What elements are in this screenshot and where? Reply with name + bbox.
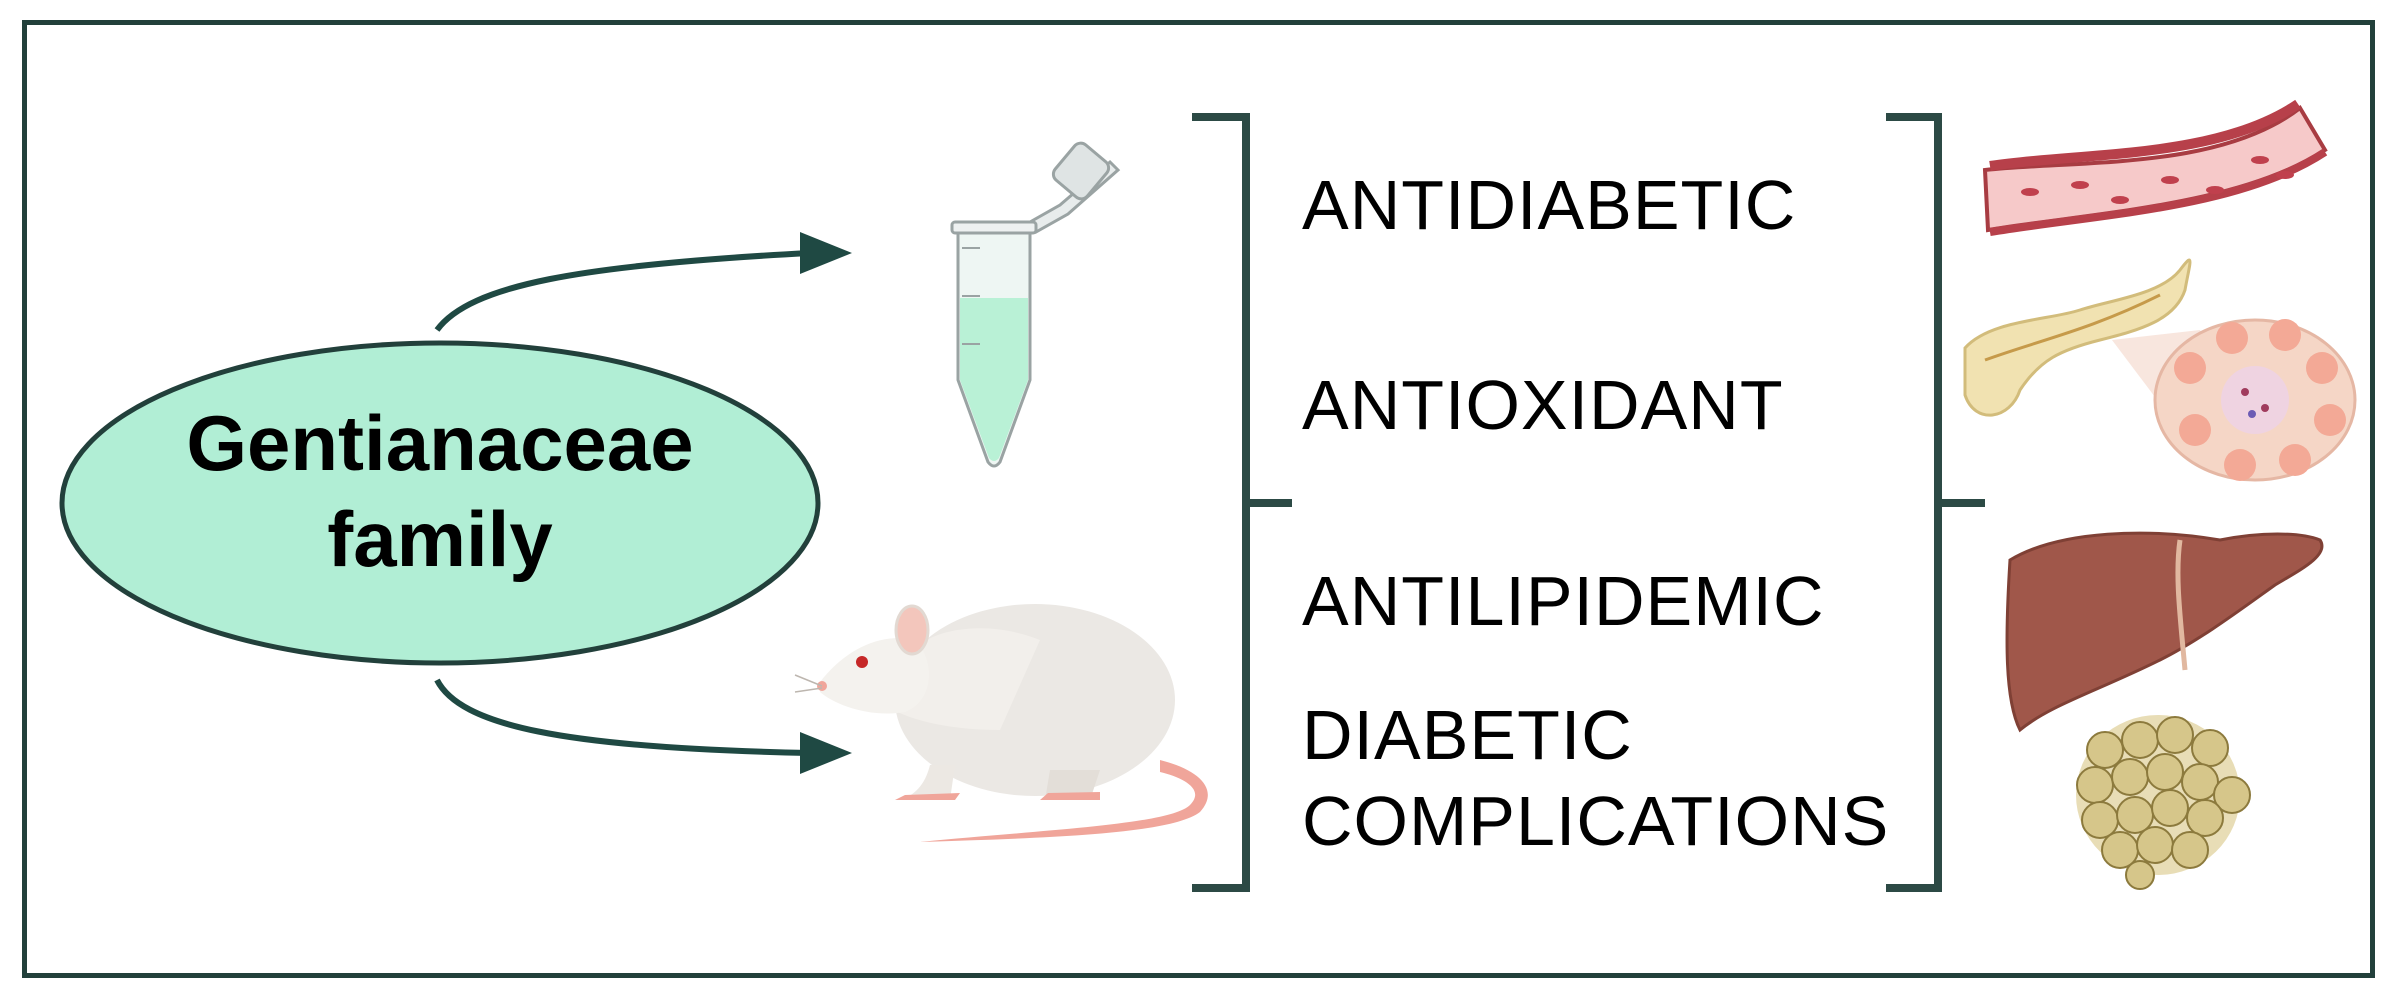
source-label-line1: Gentianaceae bbox=[186, 399, 694, 487]
right-bracket bbox=[1886, 113, 1985, 892]
source-label-line2: family bbox=[327, 495, 553, 583]
arrow-to-in-vivo bbox=[434, 678, 852, 774]
left-bracket bbox=[1192, 113, 1292, 892]
liver-icon bbox=[2005, 531, 2324, 733]
source-label: Gentianaceae family bbox=[60, 395, 820, 587]
pancreas-icon bbox=[1963, 258, 2357, 482]
source-ellipse bbox=[59, 340, 821, 666]
effect-antilipidemic: ANTILIPIDEMIC bbox=[1302, 562, 1825, 640]
blood-vessel-icon bbox=[1982, 99, 2328, 236]
effect-diabetic-complications: DIABETIC COMPLICATIONS bbox=[1302, 696, 1890, 860]
arrow-to-in-vitro bbox=[434, 232, 852, 332]
rat-icon bbox=[794, 604, 1208, 842]
test-tube-icon bbox=[950, 141, 1121, 468]
adipose-tissue-icon bbox=[2076, 715, 2251, 890]
effect-antioxidant: ANTIOXIDANT bbox=[1302, 366, 1784, 444]
effect-antidiabetic: ANTIDIABETIC bbox=[1302, 166, 1797, 244]
